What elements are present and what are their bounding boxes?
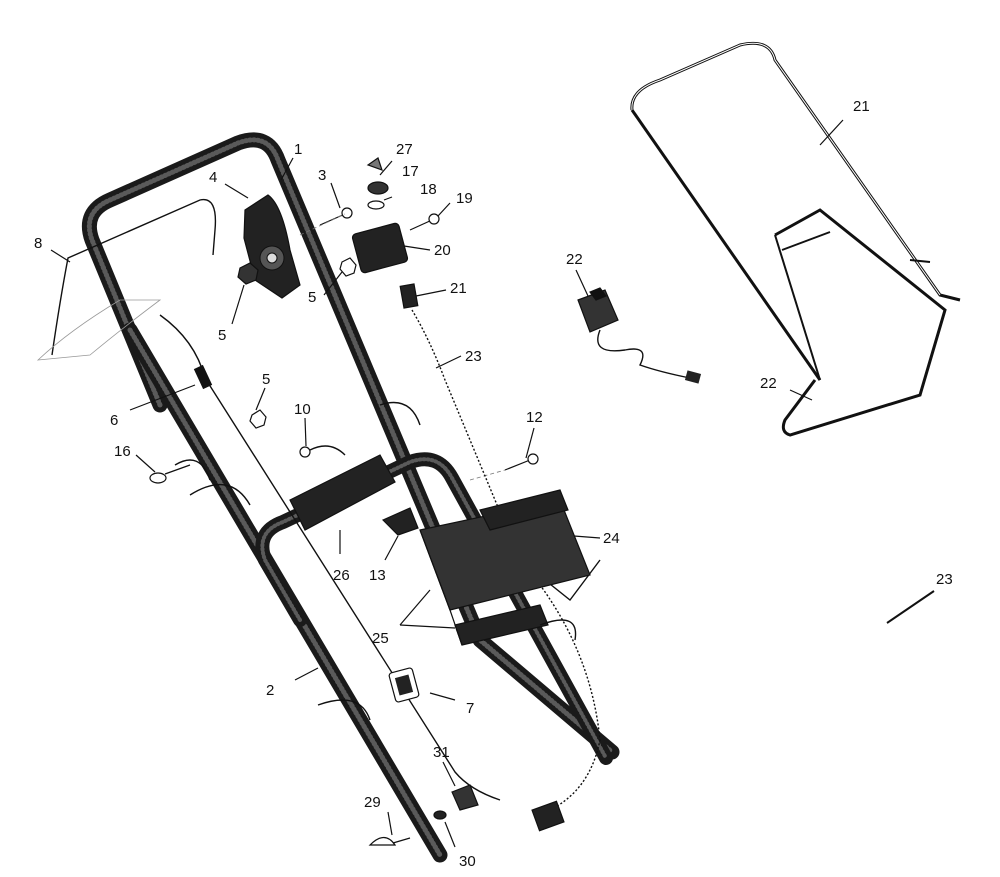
control-cable — [129, 314, 501, 801]
callout-30: 30 — [459, 853, 476, 870]
callout-22b: 22 — [760, 375, 777, 392]
callout-leaders — [50, 119, 844, 848]
callout-20: 20 — [434, 242, 451, 259]
callout-labels: 1 2 3 4 5 5 5 6 7 8 10 12 13 16 17 18 19… — [34, 98, 953, 870]
control-bar — [36, 198, 217, 361]
clip-13 — [381, 507, 419, 536]
callout-19: 19 — [456, 190, 473, 207]
callout-7: 7 — [466, 700, 474, 717]
bolt-parts — [299, 207, 539, 481]
callout-25: 25 — [372, 630, 389, 647]
callout-23b: 23 — [936, 571, 953, 588]
tie-23 — [886, 590, 935, 624]
small-fasteners — [149, 445, 479, 846]
callout-2: 2 — [266, 682, 274, 699]
callout-3: 3 — [318, 167, 326, 184]
callout-8: 8 — [34, 235, 42, 252]
callout-6: 6 — [110, 412, 118, 429]
callout-22a: 22 — [566, 251, 583, 268]
upper-handle — [81, 132, 620, 760]
callout-24: 24 — [603, 530, 620, 547]
decal-7 — [388, 667, 420, 703]
callout-29: 29 — [364, 794, 381, 811]
callout-4: 4 — [209, 169, 217, 186]
callout-5c: 5 — [308, 289, 316, 306]
callout-16: 16 — [114, 443, 131, 460]
bag-frame — [630, 41, 961, 437]
callout-12: 12 — [526, 409, 543, 426]
callout-27: 27 — [396, 141, 413, 158]
callout-5b: 5 — [262, 371, 270, 388]
callout-31: 31 — [433, 744, 450, 761]
wire-harness — [399, 283, 601, 832]
charger — [577, 287, 702, 384]
bracket-26 — [289, 454, 396, 531]
battery-assembly — [419, 489, 591, 646]
callout-1: 1 — [294, 141, 302, 158]
key-switch — [351, 157, 409, 274]
callout-26: 26 — [333, 567, 350, 584]
callout-21b: 21 — [450, 280, 467, 297]
callout-21a: 21 — [853, 98, 870, 115]
callout-5a: 5 — [218, 327, 226, 344]
callout-18: 18 — [420, 181, 437, 198]
callout-13: 13 — [369, 567, 386, 584]
nut-parts — [237, 257, 357, 429]
callout-17: 17 — [402, 163, 419, 180]
callout-23a: 23 — [465, 348, 482, 365]
callout-10: 10 — [294, 401, 311, 418]
cable-clamps — [174, 401, 577, 721]
